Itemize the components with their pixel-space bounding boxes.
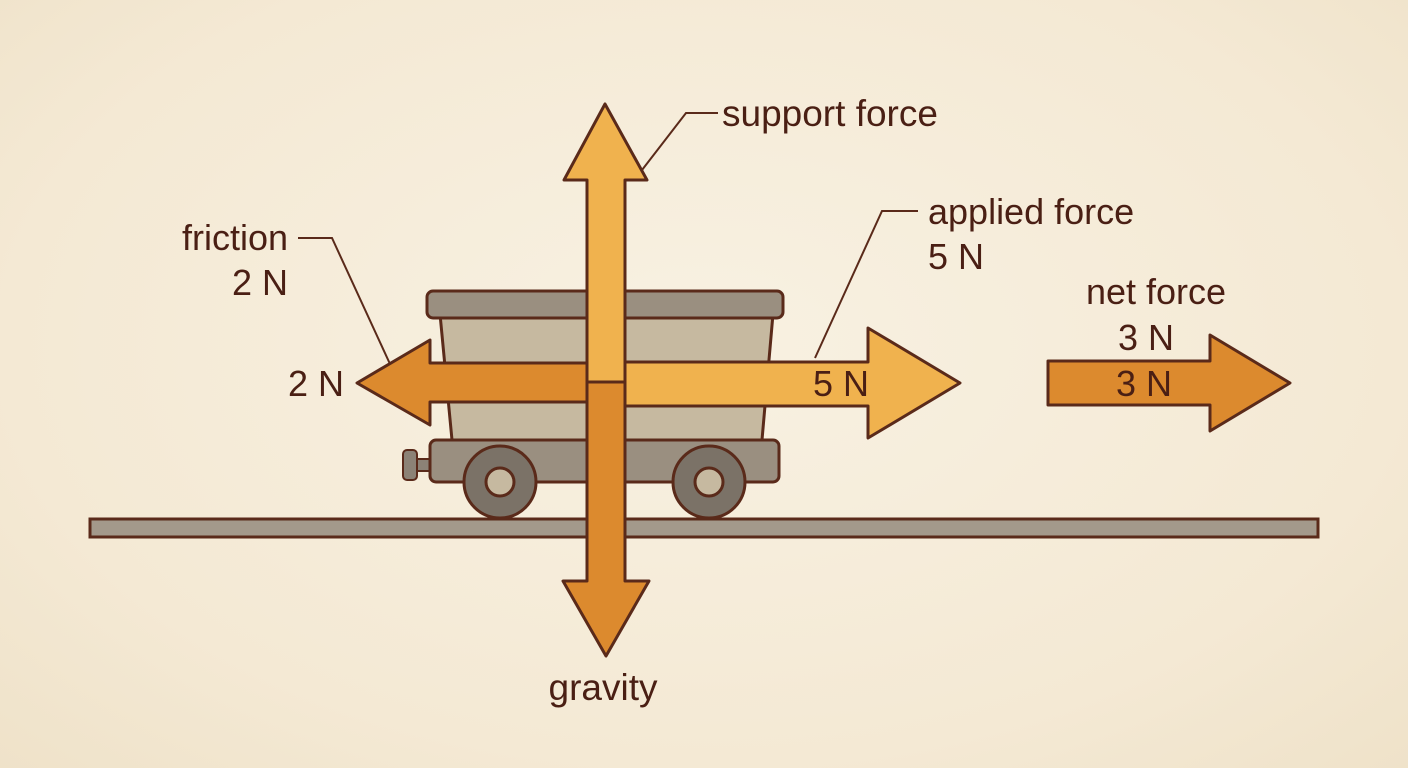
ground-track [88,517,1320,539]
cart-wheel-right [671,444,747,520]
net-arrow-value: 3 N [1116,363,1172,404]
net-force-arrow [1046,333,1292,433]
friction-leader [298,237,391,365]
applied-force-value-label: 5 N [928,236,984,277]
applied-force-arrow [603,326,962,440]
cart-hitch-knob [402,449,418,481]
net-force-label: net force [1086,271,1226,312]
applied-force-label: applied force [928,191,1134,232]
gravity-arrow [561,380,651,658]
friction-arrow-value: 2 N [288,363,344,404]
support-force-arrow [562,102,649,384]
support-force-label: support force [722,93,938,134]
cart-wheel-left [462,444,538,520]
gravity-label: gravity [549,667,658,708]
friction-label: friction [182,217,288,258]
support-force-leader [641,112,718,171]
friction-arrow [355,338,607,427]
net-force-value-label: 3 N [1118,317,1174,358]
applied-force-leader [814,210,918,359]
friction-value-label: 2 N [232,262,288,303]
applied-arrow-value: 5 N [813,363,869,404]
